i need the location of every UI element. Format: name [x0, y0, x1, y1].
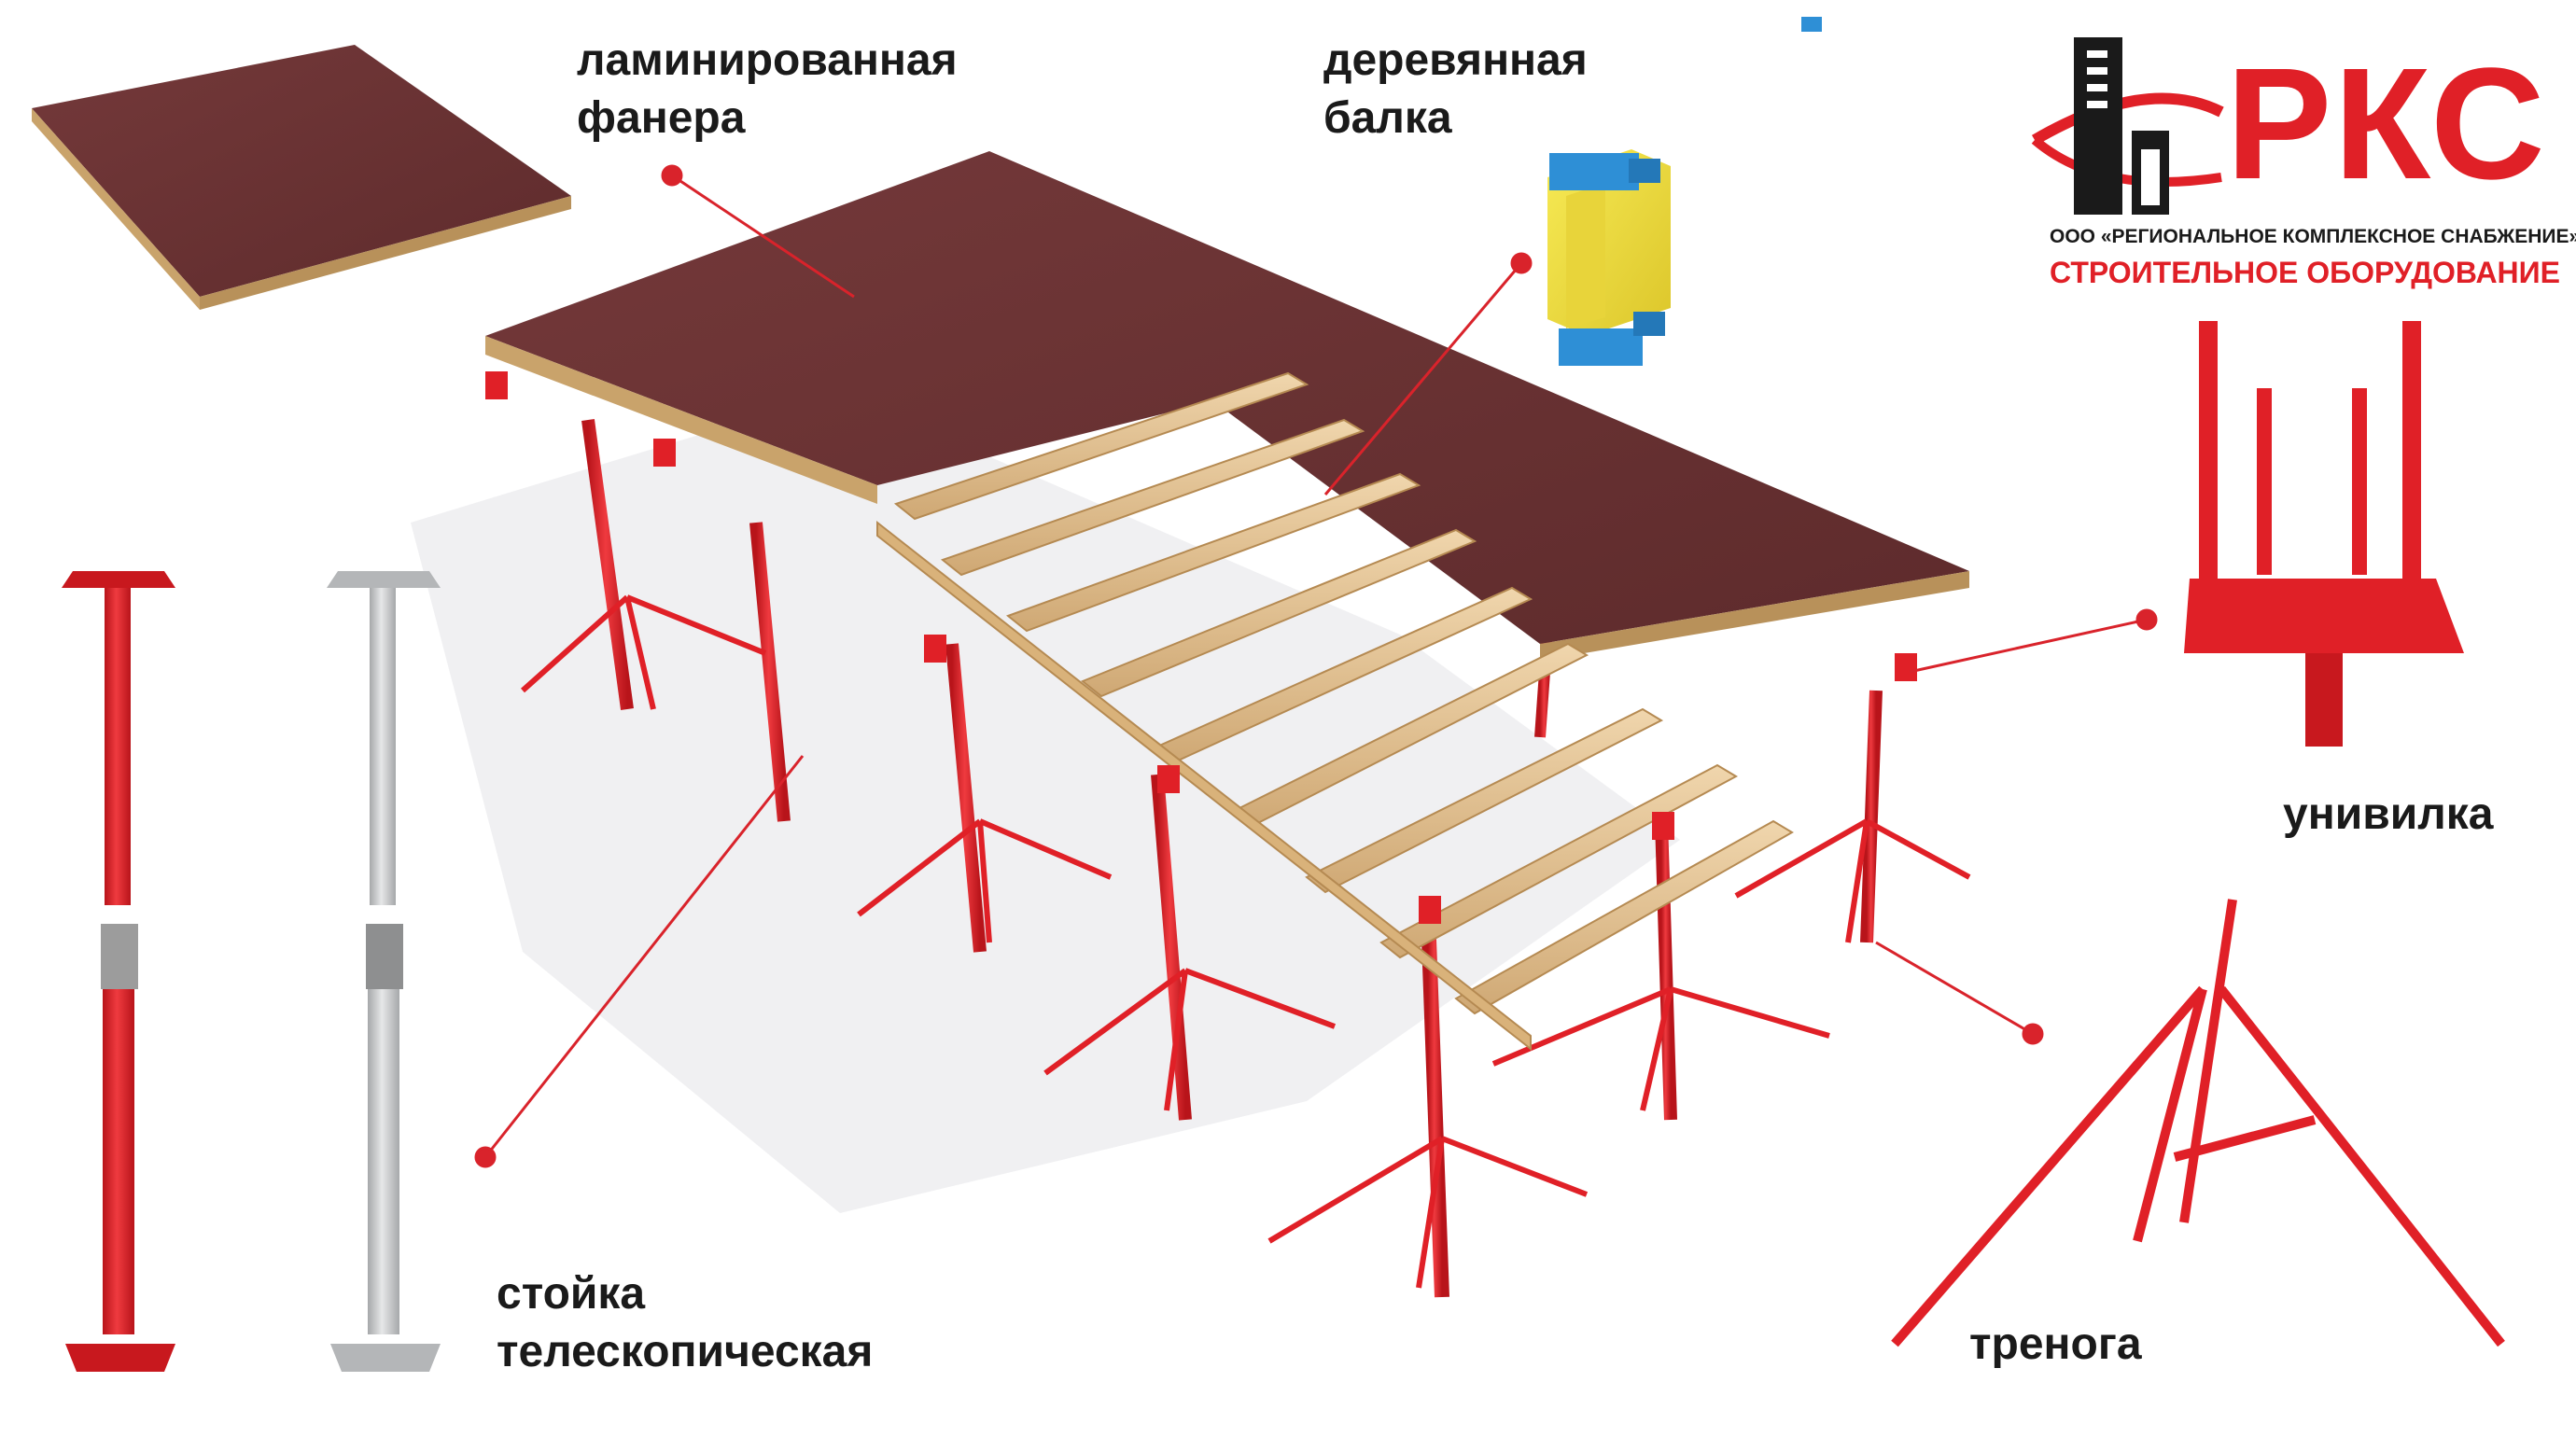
floor-shadow [411, 392, 1680, 1213]
unifork-image [2184, 321, 2464, 747]
unifork-label: унивилка [2283, 789, 2494, 839]
plywood-sheet-image [32, 45, 571, 310]
plywood-label-line-1: ламинированная [577, 35, 958, 85]
timber-beam-image [1547, 17, 1822, 366]
logo-company-name: ООО «РЕГИОНАЛЬНОЕ КОМПЛЕКСНОЕ СНАБЖЕНИЕ» [2050, 226, 2576, 247]
telescopic-prop-label-line-2: телескопическая [497, 1327, 874, 1376]
timber-beam-label-line-1: деревянная [1323, 35, 1588, 85]
logo-tagline: СТРОИТЕЛЬНОЕ ОБОРУДОВАНИЕ [2050, 256, 2560, 289]
timber-beam-label: деревянная балка [1323, 32, 1588, 147]
telescopic-prop-label-line-1: стойка [497, 1269, 646, 1319]
logo-wordmark: РКС [2226, 35, 2547, 213]
formwork-props [521, 419, 1971, 1298]
timber-beam-label-line-2: балка [1323, 93, 1452, 143]
plywood-label-line-2: фанера [577, 93, 746, 143]
galvanized-prop-image [327, 571, 441, 1372]
tripod-label: тренога [1969, 1319, 2142, 1369]
company-logo-emblem [2031, 37, 2224, 215]
formwork-timber-beams [876, 371, 1794, 1052]
callout-lines [474, 164, 2158, 1168]
plywood-label: ламинированная фанера [577, 32, 958, 147]
telescopic-prop-label: стойка телескопическая [497, 1265, 873, 1381]
tripod-image [1891, 899, 2505, 1347]
red-prop-image [62, 571, 175, 1372]
formwork-forks [485, 371, 1917, 924]
